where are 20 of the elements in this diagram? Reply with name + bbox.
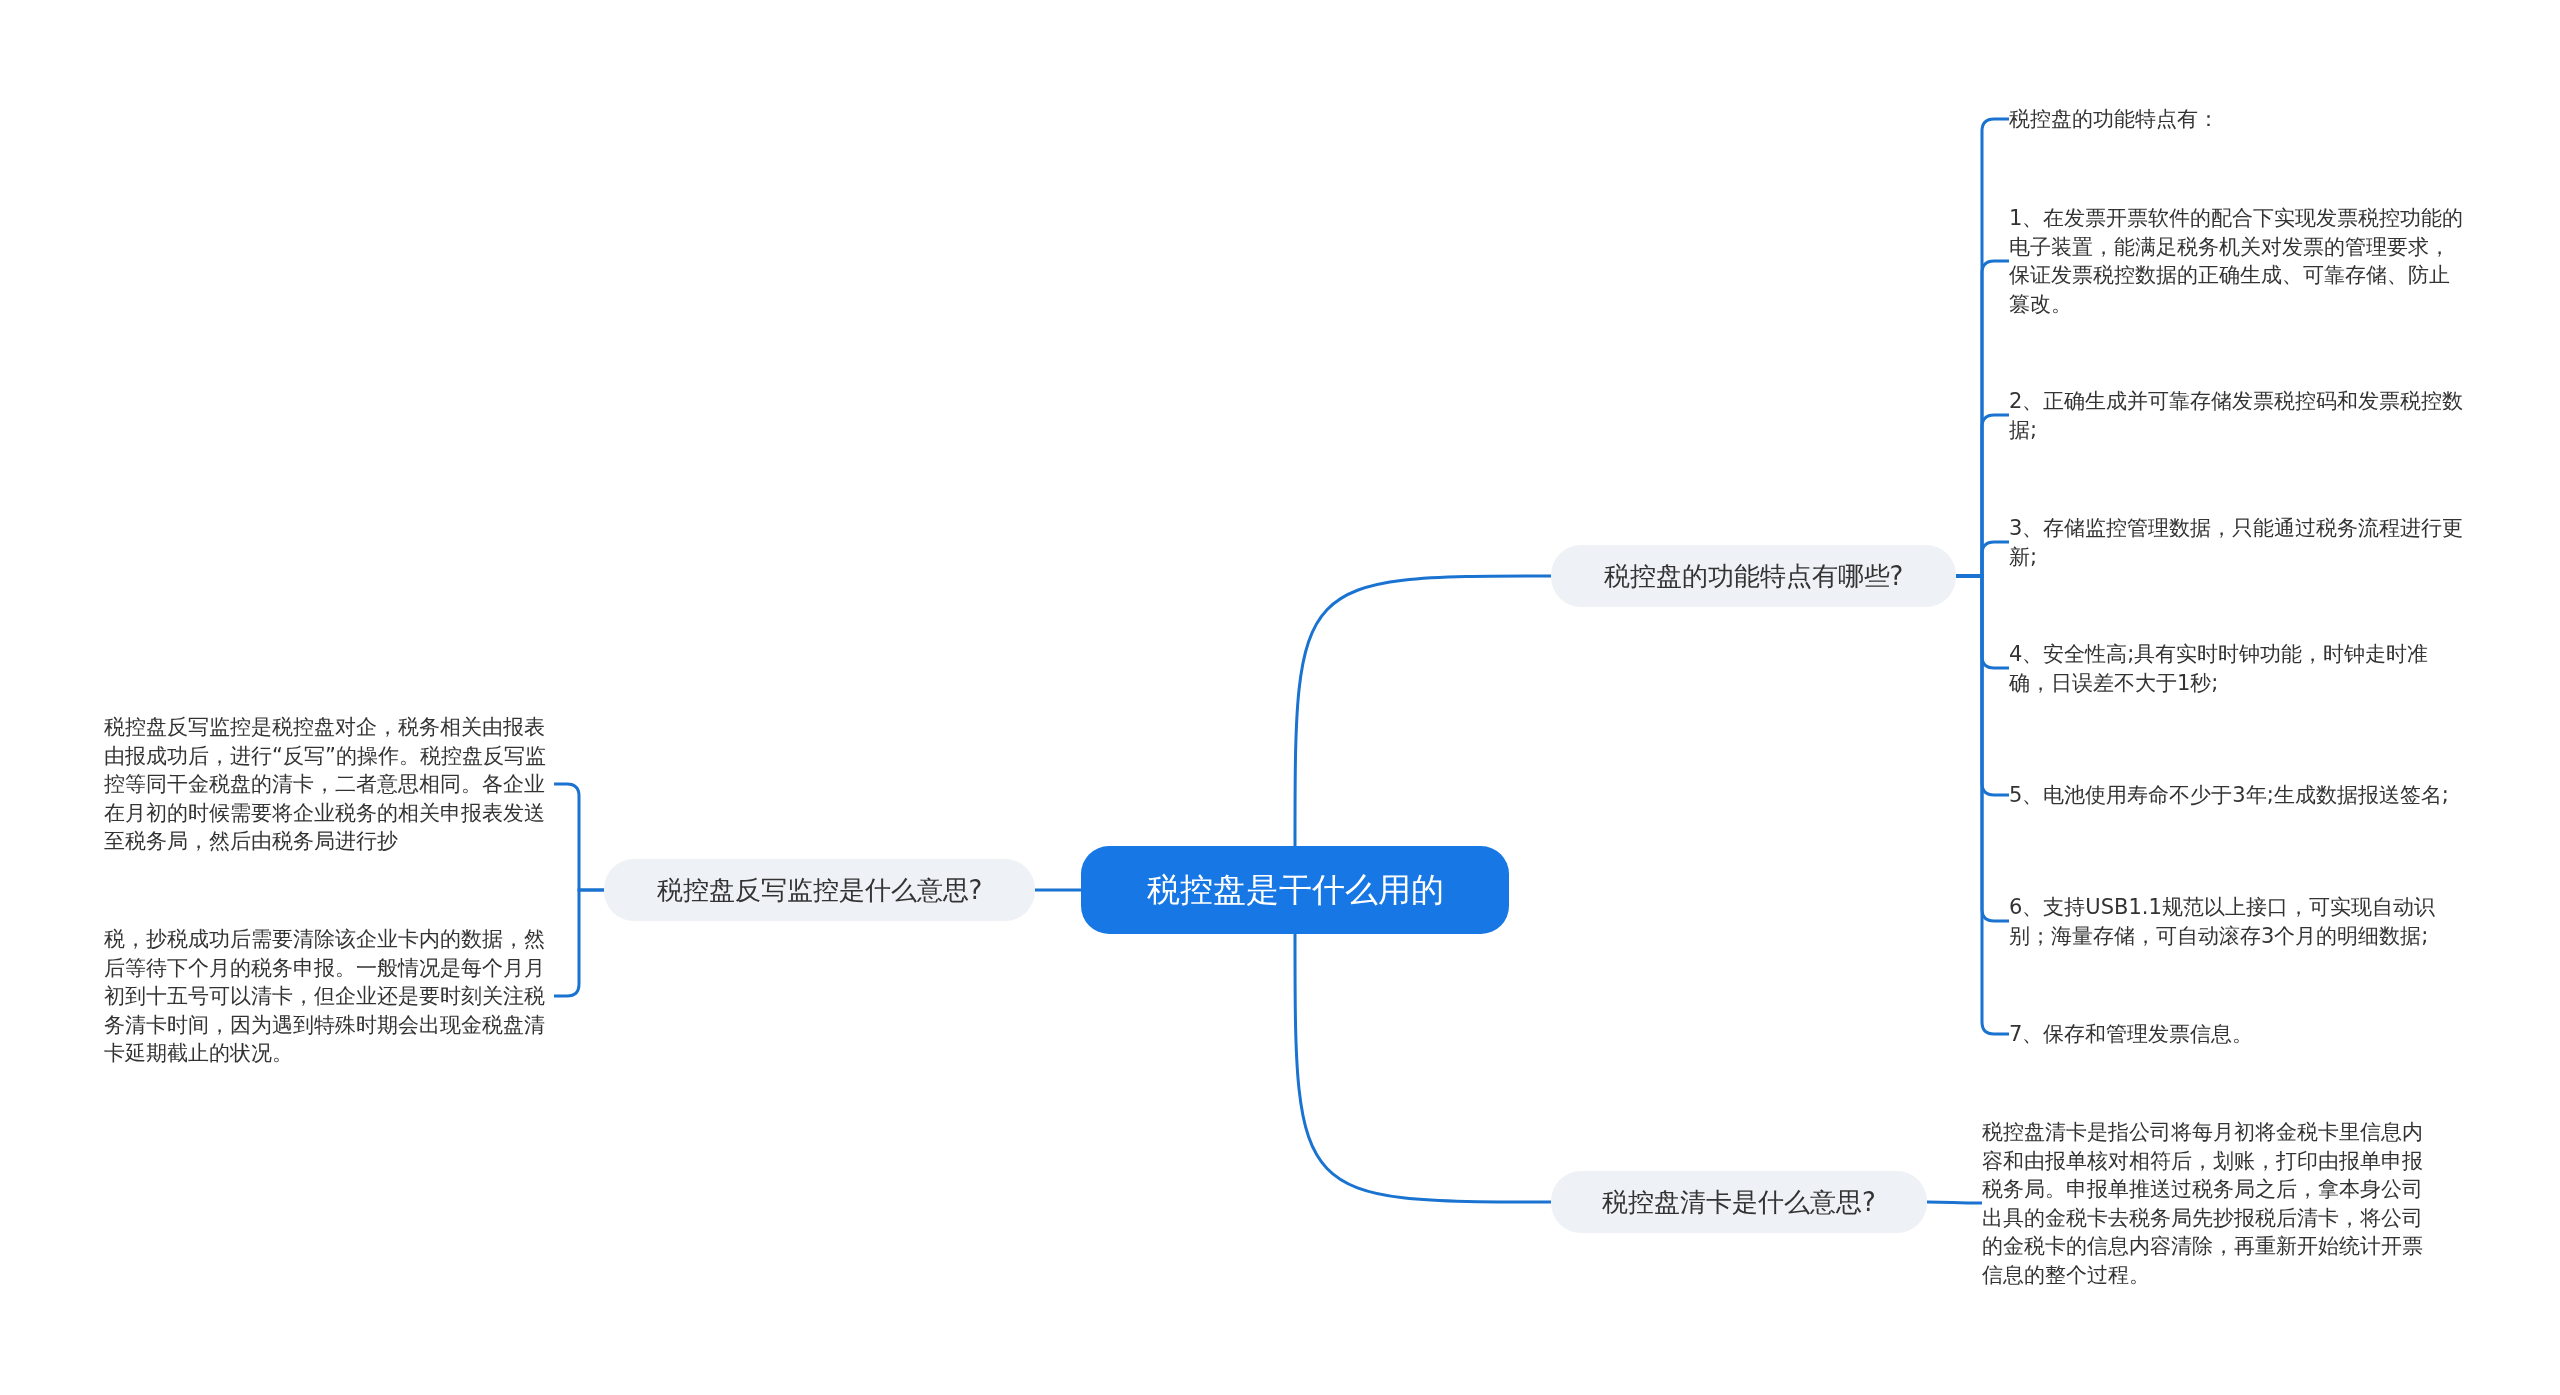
central-topic: 税控盘是干什么用的 xyxy=(1081,846,1509,934)
note-text: 税控盘清卡是指公司将每月初将金税卡里信息内容和由报单核对相符后，划账，打印由报单申报税务局。申报单推送过税务局之后，拿本身公司出具的金税卡去税务局先抄报税后清卡，将公司的金税卡的信息内容清除，再重新开始统计开票信息的整个过程。 xyxy=(1982,1117,2432,1289)
connector-line xyxy=(1035,888,1081,892)
note-text: 7、保存和管理发票信息。 xyxy=(2009,1019,2464,1049)
note-text: 税控盘的功能特点有： xyxy=(2009,104,2464,134)
note-text: 2、正确生成并可靠存储发票税控码和发票税控数据; xyxy=(2009,386,2464,444)
topic-box: 税控盘清卡是什么意思? xyxy=(1551,1171,1927,1233)
connector-line xyxy=(1956,574,2009,1036)
note-text: 税控盘反写监控是税控盘对企，税务相关由报表由报成功后，进行“反写”的操作。税控盘反写监控等同干金税盘的清卡，二者意思相同。各企业在月初的时候需要将企业税务的相关申报表发送至税务局，然后由税务局进行抄 xyxy=(104,712,554,856)
note-text: 3、存储监控管理数据，只能通过税务流程进行更新; xyxy=(2009,513,2464,571)
topic-box: 税控盘反写监控是什么意思? xyxy=(604,859,1035,921)
topic-box: 税控盘的功能特点有哪些? xyxy=(1551,545,1956,607)
connector-line xyxy=(1293,934,1551,1204)
connector-line xyxy=(1927,1200,1982,1205)
note-text: 5、电池使用寿命不少于3年;生成数据报送签名; xyxy=(2009,780,2464,810)
note-text: 6、支持USB1.1规范以上接口，可实现自动识别；海量存储，可自动滚存3个月的明细数据; xyxy=(2009,892,2464,950)
note-text: 4、安全性高;具有实时时钟功能，时钟走时准确，日误差不大于1秒; xyxy=(2009,639,2464,697)
note-text: 税，抄税成功后需要清除该企业卡内的数据，然后等待下个月的税务申报。一般情况是每个月月初到十五号可以清卡，但企业还是要时刻关注税务清卡时间，因为遇到特殊时期会出现金税盘清卡延期截止的状况。 xyxy=(104,924,554,1068)
note-text: 1、在发票开票软件的配合下实现发票税控功能的电子装置，能满足税务机关对发票的管理要求，保证发票税控数据的正确生成、可靠存储、防止篡改。 xyxy=(2009,204,2464,318)
connector-line xyxy=(1293,574,1551,846)
